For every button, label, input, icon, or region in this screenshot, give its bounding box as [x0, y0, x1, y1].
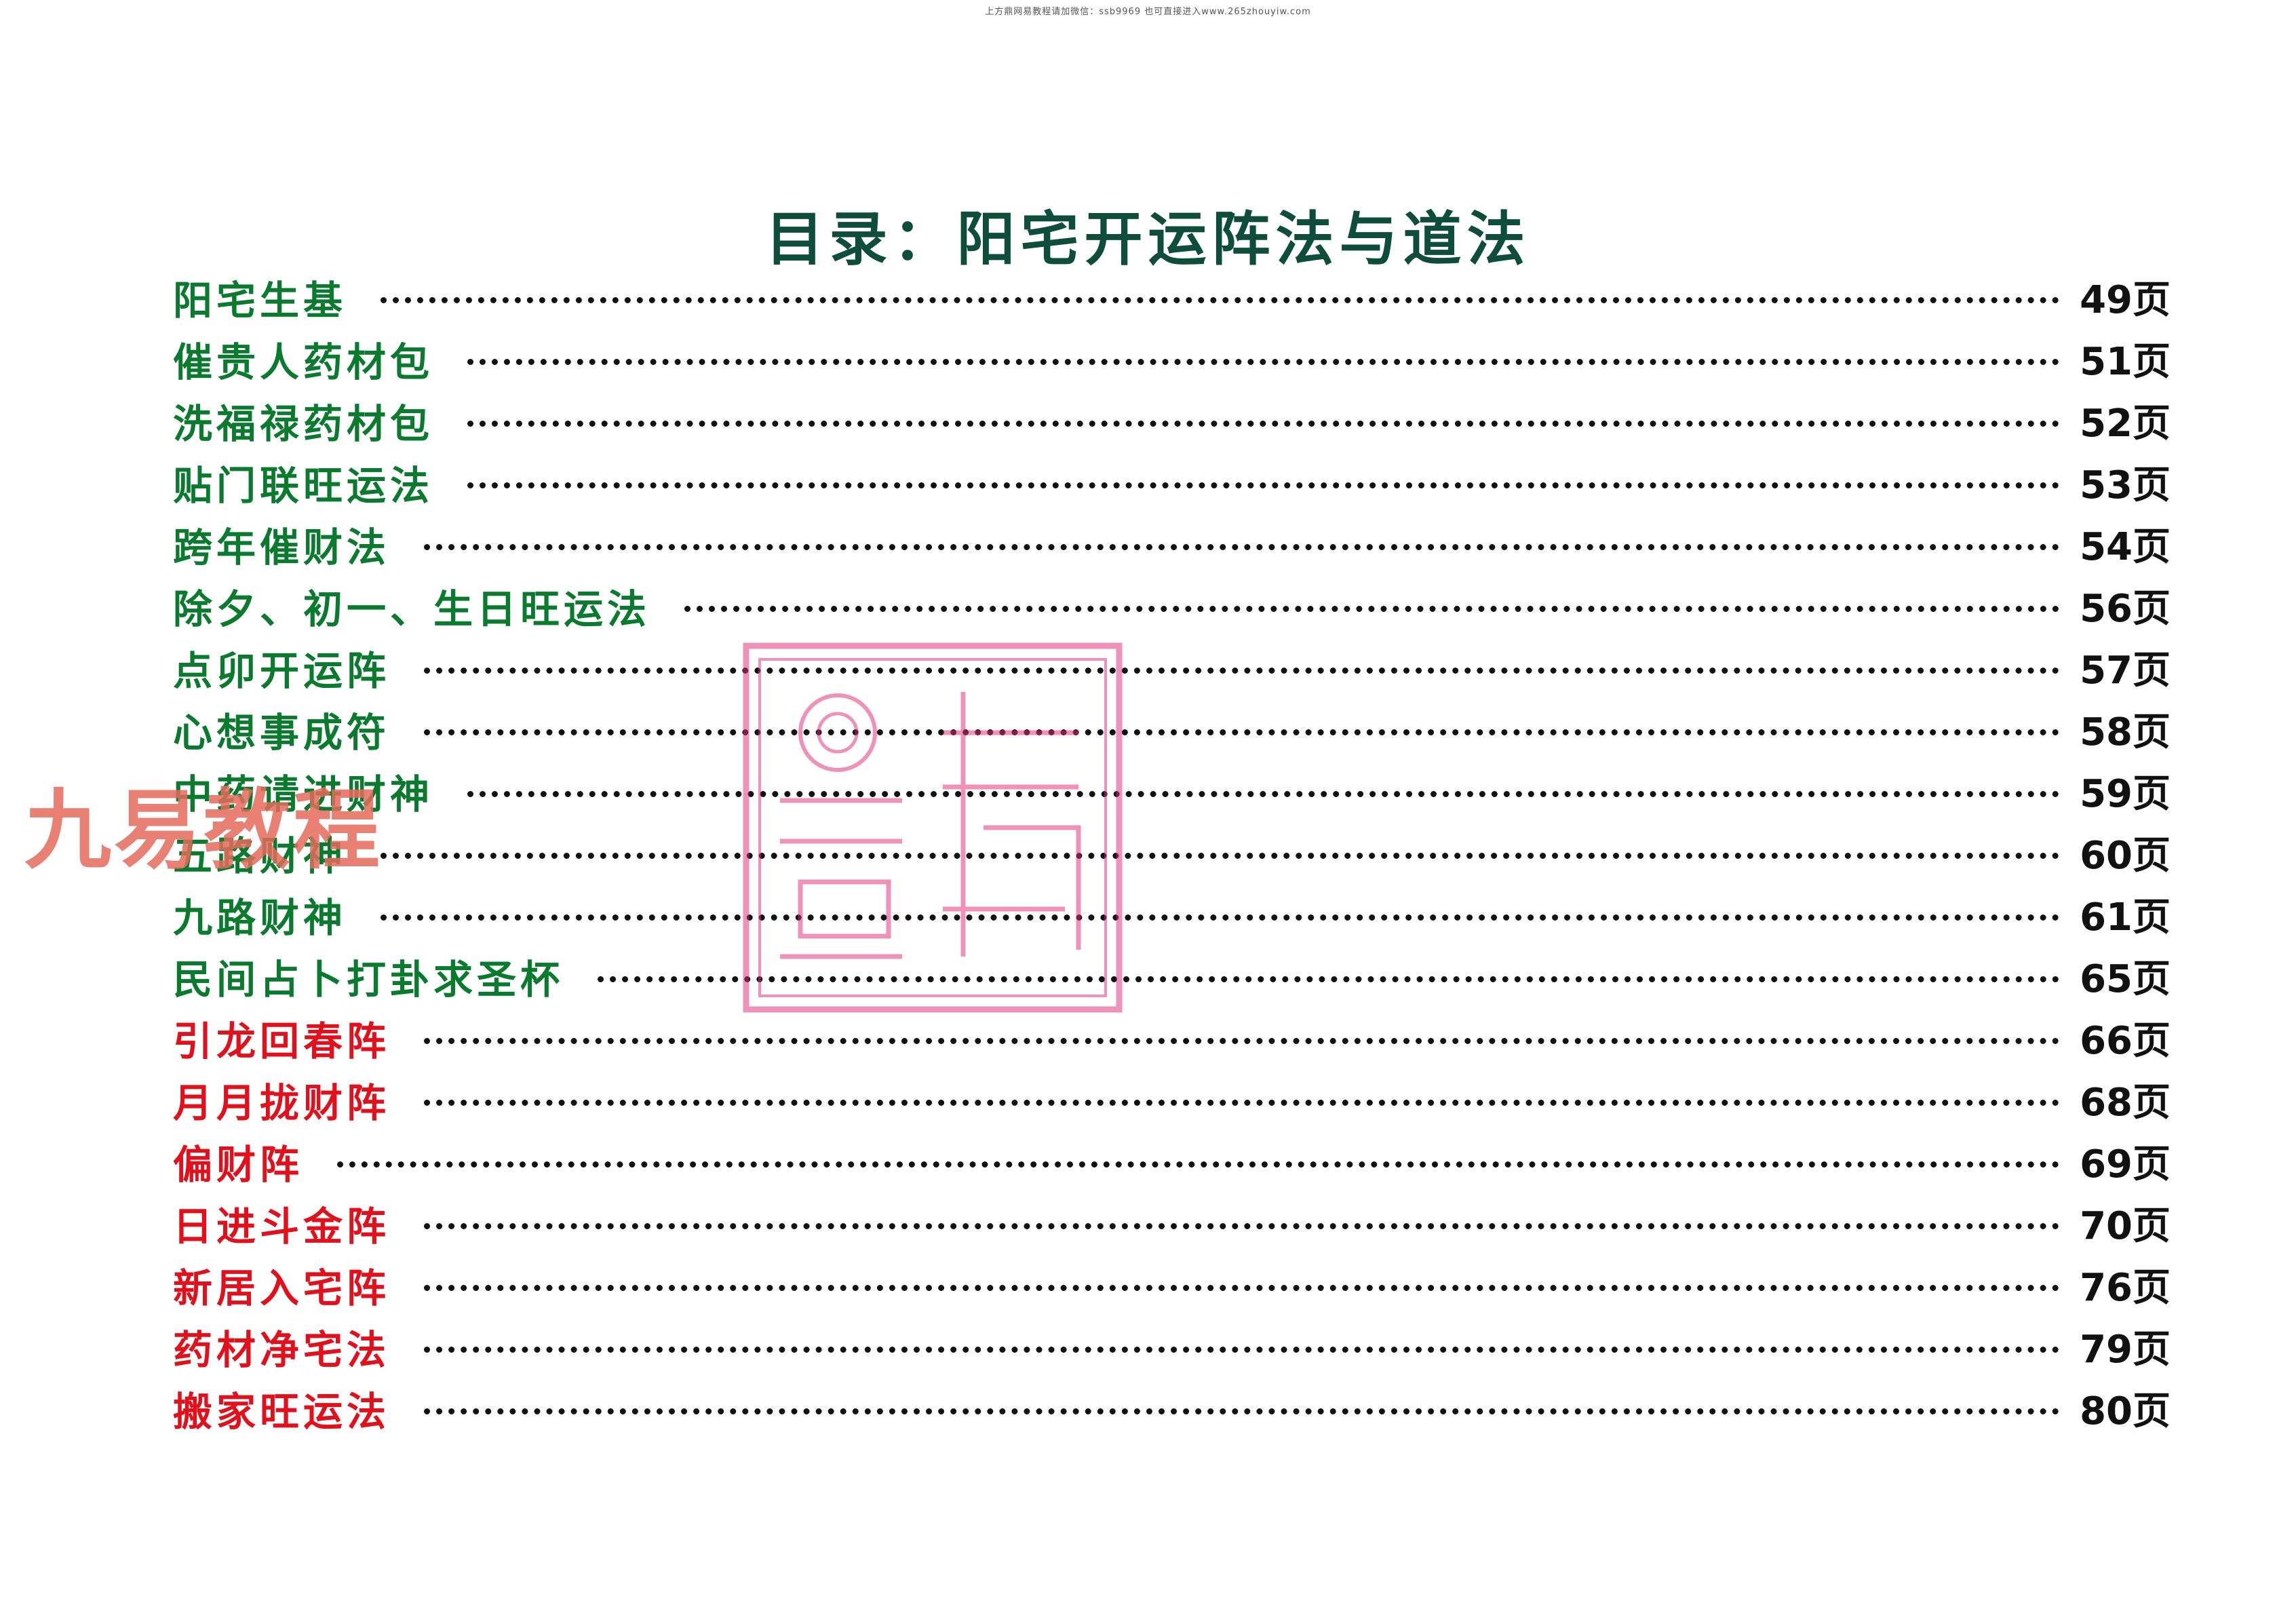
toc-entry-label: 民间占卜打卦求圣杯: [173, 956, 564, 1003]
toc-entry-label: 洗福禄药材包: [173, 400, 434, 447]
dot-leader: [467, 421, 2060, 427]
dot-leader: [467, 482, 2060, 488]
dot-leader: [424, 1038, 2060, 1044]
toc-entry-page: 79页: [2080, 1328, 2171, 1372]
dot-leader: [424, 729, 2060, 735]
toc-entry-page: 60页: [2080, 834, 2171, 878]
toc-entry-label: 日进斗金阵: [173, 1203, 391, 1250]
toc-entry-page: 52页: [2080, 402, 2171, 446]
page-title: 目录：阳宅开运阵法与道法: [765, 205, 1531, 273]
toc-entry-label: 催贵人药材包: [173, 339, 434, 385]
toc-entry-label: 搬家旺运法: [173, 1388, 391, 1435]
toc-entry-label: 贴门联旺运法: [173, 462, 434, 509]
toc-entry-page: 57页: [2080, 649, 2171, 693]
toc-entry-page: 66页: [2080, 1019, 2171, 1063]
toc-entry-label: 新居入宅阵: [173, 1265, 391, 1311]
toc-entry-page: 53页: [2080, 463, 2171, 507]
toc-entry-page: 51页: [2080, 340, 2171, 384]
toc-entry-page: 61页: [2080, 895, 2171, 940]
dot-leader: [684, 606, 2060, 612]
toc-entry-label: 心想事成符: [173, 709, 391, 756]
toc-entry[interactable]: 催贵人药材包 51页: [173, 328, 2171, 389]
toc-entry-label: 点卯开运阵: [173, 647, 391, 694]
toc-entry-label: 偏财阵: [173, 1141, 304, 1188]
toc-entry-label: 药材净宅法: [173, 1326, 391, 1373]
toc-entry-label: 月月拢财阵: [173, 1079, 391, 1126]
toc-entry[interactable]: 中药请进财神 59页: [173, 760, 2171, 822]
toc-entry[interactable]: 五路财神 60页: [173, 822, 2171, 883]
seal-stamp-icon: [743, 642, 1123, 1013]
dot-leader: [598, 976, 2060, 982]
toc-entry-label: 跨年催财法: [173, 524, 391, 571]
toc-entry-page: 54页: [2080, 525, 2171, 569]
dot-leader: [381, 297, 2060, 303]
dot-leader: [467, 791, 2060, 797]
toc-entry[interactable]: 引龙回春阵 66页: [173, 1007, 2171, 1068]
dot-leader: [424, 1408, 2060, 1414]
toc-entry-page: 69页: [2080, 1142, 2171, 1187]
toc-entry[interactable]: 贴门联旺运法 53页: [173, 451, 2171, 513]
toc-entry[interactable]: 药材净宅法 79页: [173, 1315, 2171, 1377]
toc-entry-page: 56页: [2080, 587, 2171, 631]
dot-leader: [424, 544, 2060, 550]
toc-entry[interactable]: 除夕、初一、生日旺运法 56页: [173, 575, 2171, 636]
toc-entry-label: 除夕、初一、生日旺运法: [173, 585, 651, 632]
toc-entry-page: 65页: [2080, 957, 2171, 1001]
toc-entry-page: 80页: [2080, 1389, 2171, 1433]
toc-entry-page: 58页: [2080, 710, 2171, 754]
toc-entry-page: 59页: [2080, 772, 2171, 816]
table-of-contents: 阳宅生基 49页 催贵人药材包 51页 洗福禄药材包 52页 贴门联旺运法 53页 跨年…: [173, 266, 2171, 1439]
toc-entry[interactable]: 偏财阵 69页: [173, 1130, 2171, 1192]
toc-entry[interactable]: 民间占卜打卦求圣杯 65页: [173, 945, 2171, 1007]
dot-leader: [424, 1223, 2060, 1229]
toc-entry-label: 中药请进财神: [173, 771, 434, 817]
toc-entry[interactable]: 跨年催财法 54页: [173, 513, 2171, 575]
dot-leader: [424, 1100, 2060, 1106]
dot-leader: [381, 853, 2060, 859]
toc-entry-page: 76页: [2080, 1266, 2171, 1310]
toc-entry-label: 引龙回春阵: [173, 1018, 391, 1064]
toc-entry-page: 70页: [2080, 1204, 2171, 1248]
toc-entry[interactable]: 点卯开运阵 57页: [173, 636, 2171, 698]
toc-entry[interactable]: 阳宅生基 49页: [173, 266, 2171, 328]
toc-entry-page: 68页: [2080, 1081, 2171, 1125]
dot-leader: [424, 1285, 2060, 1291]
dot-leader: [424, 1347, 2060, 1353]
header-note: 上方鼎网易教程请加微信：ssb9969 也可直接进入www.265zhouyiw…: [985, 7, 1311, 17]
toc-entry-label: 九路财神: [173, 894, 347, 941]
toc-entry[interactable]: 心想事成符 58页: [173, 698, 2171, 760]
toc-entry[interactable]: 九路财神 61页: [173, 883, 2171, 945]
toc-entry[interactable]: 洗福禄药材包 52页: [173, 389, 2171, 451]
toc-entry-page: 49页: [2080, 278, 2171, 322]
dot-leader: [337, 1161, 2060, 1168]
toc-entry-label: 阳宅生基: [173, 277, 347, 324]
dot-leader: [467, 359, 2060, 365]
toc-entry[interactable]: 搬家旺运法 80页: [173, 1377, 2171, 1439]
toc-entry[interactable]: 日进斗金阵 70页: [173, 1192, 2171, 1254]
toc-entry[interactable]: 月月拢财阵 68页: [173, 1068, 2171, 1130]
dot-leader: [381, 914, 2060, 921]
toc-entry[interactable]: 新居入宅阵 76页: [173, 1254, 2171, 1315]
watermark: 九易教程: [24, 780, 383, 881]
toc-entry-label: 五路财神: [173, 832, 347, 879]
dot-leader: [424, 668, 2060, 674]
